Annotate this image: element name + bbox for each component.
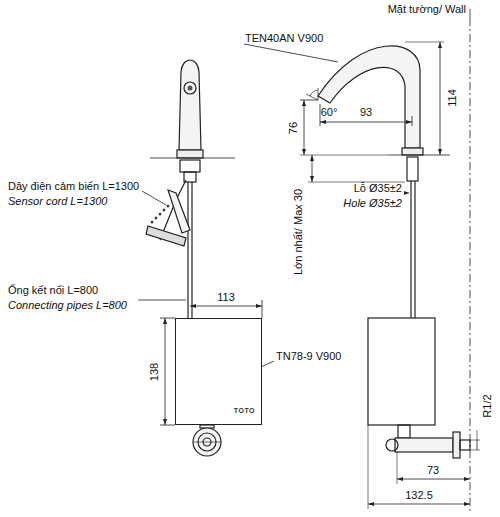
dimension-line: [440, 42, 441, 155]
leader-line: [142, 191, 166, 205]
extension-line: [368, 425, 369, 509]
valve-body: [193, 428, 221, 456]
extension-line: [300, 155, 388, 156]
connecting-pipe: [187, 182, 188, 318]
wall-line: [470, 18, 471, 512]
drawing-label: Connecting pipes L=800: [8, 299, 127, 311]
extension-line: [470, 450, 480, 451]
angle-arc: [310, 90, 318, 96]
wall-leader: [470, 9, 471, 18]
control-box: TOTO: [175, 318, 262, 425]
drawing-label: 138: [148, 363, 160, 381]
drawing-label: TEN40AN V900: [245, 32, 323, 44]
extension-line: [397, 452, 398, 484]
dimension-arrows: [163, 42, 470, 506]
extension-line: [405, 42, 444, 43]
dimension-line: [397, 479, 470, 480]
collar: [177, 150, 203, 158]
drawing-label: 93: [360, 106, 372, 118]
extension-line: [160, 318, 175, 319]
drawing-label: Hole Ø35±2: [343, 197, 402, 209]
drawing-label: 73: [427, 464, 439, 476]
sensor-window: [184, 82, 196, 94]
angle-lines: [306, 88, 318, 100]
connecting-pipe: [410, 181, 411, 318]
valve-knob: [386, 439, 398, 451]
dimension-line: [165, 318, 166, 425]
cord-plug: [146, 226, 186, 246]
leader-line: [477, 430, 478, 440]
cord-connector: [168, 190, 190, 233]
dimension-line: [477, 440, 478, 450]
drawing-label: 60°: [321, 106, 338, 118]
nut: [180, 160, 200, 172]
valve-body: [395, 438, 453, 452]
drawing-label: Ống kết nối L=800: [8, 284, 98, 296]
drawing-label: 113: [217, 291, 235, 303]
extension-line: [262, 300, 263, 318]
drawing-label: TN78-9 V900: [276, 350, 341, 362]
dimension-line: [304, 100, 305, 155]
dimension-line: [190, 306, 262, 307]
deck-line: [150, 158, 235, 159]
connecting-pipe: [414, 181, 415, 318]
extension-line: [160, 425, 175, 426]
drawing-label: 114: [446, 89, 458, 107]
valve-neck: [398, 425, 410, 438]
sensor-dot: [188, 86, 193, 91]
drawing-label: 76: [287, 122, 299, 134]
collar: [402, 148, 423, 155]
shank: [407, 157, 418, 181]
valve-axis: [193, 442, 221, 443]
extension-line: [300, 100, 318, 101]
dimension-line: [368, 504, 470, 505]
dimension-line: [320, 122, 412, 123]
drawing-label: Sensor cord L=1300: [8, 195, 107, 207]
drawing-label: 132.5: [405, 489, 433, 501]
drawing-label: Dây điện cảm biến L=1300: [8, 180, 139, 192]
drawing-label: R1/2: [481, 394, 493, 417]
extension-line: [320, 104, 321, 126]
valve-flange: [453, 432, 460, 458]
deck-line: [388, 155, 450, 156]
drawing-label: Lỗ Ø35±2: [354, 182, 402, 194]
leader-line: [138, 300, 186, 301]
drawing-label: Mặt tường/ Wall: [388, 3, 466, 15]
extension-line: [412, 116, 413, 126]
control-box-side: [368, 318, 435, 425]
faucet-front: [179, 60, 201, 150]
extension-line: [470, 440, 480, 441]
wall-pipe: [460, 440, 470, 450]
leader-line: [244, 44, 338, 62]
drawing-label: Lớn nhất/ Max 30: [292, 189, 304, 275]
brand-logo: TOTO: [234, 407, 255, 414]
connecting-pipe: [191, 182, 192, 318]
cord-chain: [151, 205, 170, 224]
